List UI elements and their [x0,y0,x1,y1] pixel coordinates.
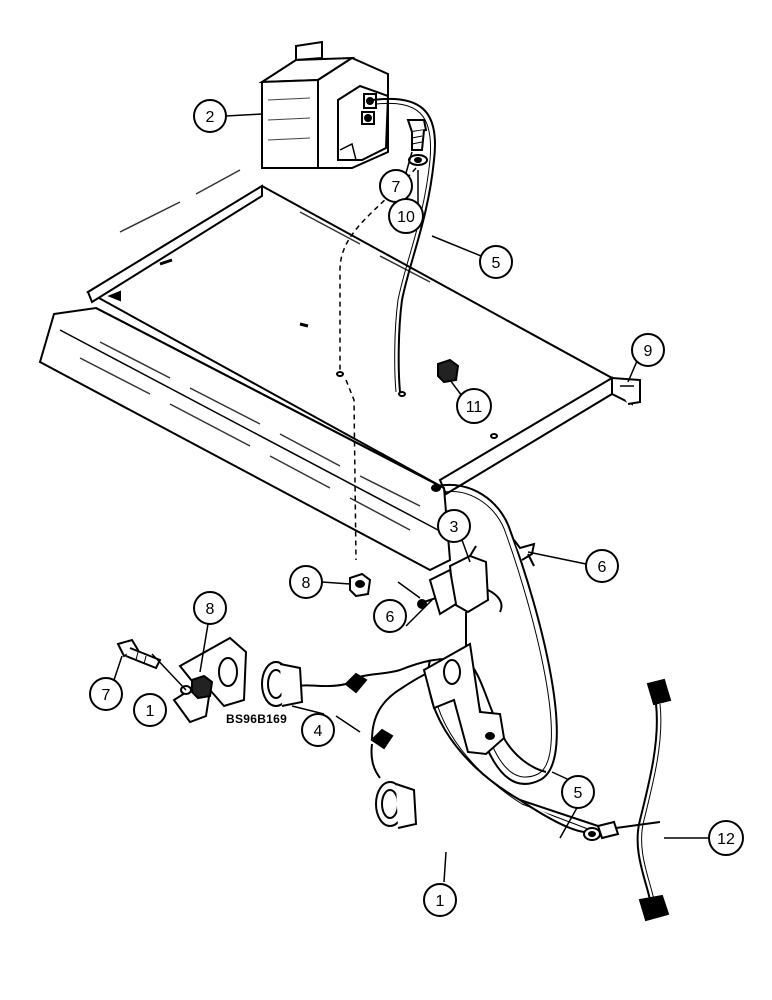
callout-5-top-label: 5 [492,255,501,272]
part-3-sensor [417,545,503,616]
callout-6-right-label: 6 [598,559,607,576]
part-9-panel [38,169,641,572]
part-5-cable-upper [371,97,436,393]
callout-5-top: 5 [479,245,513,279]
callout-6-right: 6 [585,549,619,583]
callout-11: 11 [456,388,492,424]
part-7-bolt-top [406,119,428,151]
part-5-cable-lower [437,483,558,785]
callout-8-center: 8 [289,565,323,599]
part-11-nut [437,358,460,384]
callout-2-label: 2 [206,109,215,126]
callout-9: 9 [631,333,665,367]
figure-id: BS96B169 [226,712,288,726]
ring-terminal [519,799,601,841]
callout-11-label: 11 [466,399,483,416]
callout-7-left-label: 7 [102,687,111,704]
callout-9-label: 9 [644,343,653,360]
callout-3-label: 3 [450,519,459,536]
part-10-washer [408,154,428,166]
callout-4: 4 [301,713,335,747]
callout-6-center-label: 6 [386,609,395,626]
callout-10-label: 10 [397,209,415,226]
part-4-connector-left [261,661,368,707]
callout-5-bottom-label: 5 [574,785,583,802]
part-7-bolt-left [116,638,162,670]
callout-1-bottom: 1 [423,883,457,917]
part-2-module [258,40,390,169]
callout-1-left: 1 [133,693,167,727]
callout-8-left-label: 8 [206,601,215,618]
part-4-connector-right [370,728,418,829]
part-12-harness [596,678,672,922]
callout-1-bottom-label: 1 [436,893,445,910]
callout-6-center: 6 [373,599,407,633]
part-8-nut-left [191,674,214,700]
callout-8-left: 8 [193,591,227,625]
leader-lines [113,113,708,883]
callout-5-bottom: 5 [561,775,595,809]
part-8-nut-center [349,572,372,598]
part-6-tie-upper [513,539,536,567]
callout-7-left: 7 [89,677,123,711]
callout-1-left-label: 1 [146,703,155,720]
callout-12-label: 12 [717,831,735,848]
part-1-bracket-lower [422,642,506,756]
callout-12: 12 [708,820,744,856]
callout-4-label: 4 [314,723,323,740]
callout-3: 3 [437,509,471,543]
callout-2: 2 [193,99,227,133]
callout-7-top: 7 [379,169,413,203]
callouts: 2 7 10 5 9 11 3 6 [89,99,744,917]
callout-7-top-label: 7 [392,179,401,196]
callout-10: 10 [388,198,424,234]
callout-8-center-label: 8 [302,575,311,592]
